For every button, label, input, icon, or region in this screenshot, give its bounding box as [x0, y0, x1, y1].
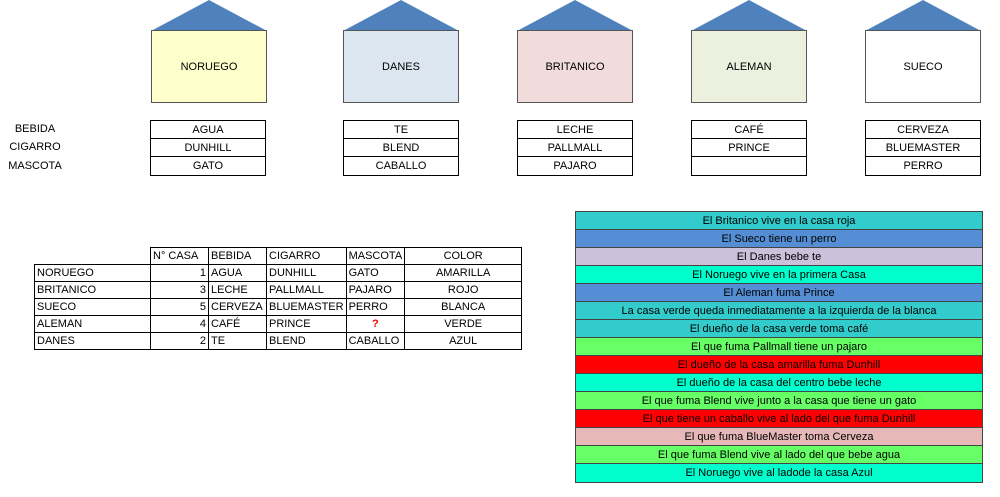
attributes-2: TE BLEND CABALLO	[343, 120, 459, 176]
cell-mascota: CABALLO	[345, 332, 406, 350]
cigarro-cell: BLEND	[344, 139, 458, 157]
clue-item: El Noruego vive al ladode la casa Azul	[576, 464, 982, 482]
clue-item: El que fuma BlueMaster toma Cerveza	[576, 428, 982, 446]
header-color: COLOR	[404, 247, 523, 265]
cell-casa: 4	[150, 315, 209, 333]
label-mascota: MASCOTA	[8, 160, 62, 172]
label-cigarro: CIGARRO	[9, 141, 61, 153]
mascota-cell: GATO	[192, 160, 224, 172]
bebida-cell: LECHE	[518, 121, 632, 139]
cell-cigarro: PALLMALL	[266, 281, 347, 299]
summary-table: N° CASA BEBIDA CIGARRO MASCOTA COLOR NOR…	[34, 247, 523, 350]
mascota-cell: CABALLO	[375, 160, 427, 172]
house-4: ALEMAN	[690, 0, 808, 103]
label-bebida: BEBIDA	[14, 123, 56, 135]
mascota-cell: PAJARO	[553, 160, 597, 172]
house-label: BRITANICO	[517, 30, 633, 103]
cell-name: ALEMAN	[34, 315, 151, 333]
clue-item: El dueño de la casa verde toma café	[576, 320, 982, 338]
house-1: NORUEGO	[150, 0, 268, 103]
mascota-cell: PERRO	[903, 160, 943, 172]
cell-casa: 5	[150, 298, 209, 316]
table-header-row: N° CASA BEBIDA CIGARRO MASCOTA COLOR	[35, 247, 523, 265]
mascota-cell	[692, 157, 806, 175]
bebida-cell: CERVEZA	[866, 121, 980, 139]
cigarro-cell: PALLMALL	[518, 139, 632, 157]
clue-item: El dueño de la casa amarilla fuma Dunhil…	[576, 356, 982, 374]
cell-color: AMARILLA	[404, 264, 523, 282]
bebida-cell: AGUA	[151, 121, 265, 139]
cell-bebida: LECHE	[208, 281, 267, 299]
roof	[865, 0, 981, 31]
cell-color: BLANCA	[404, 298, 523, 316]
cell-cigarro: PRINCE	[266, 315, 347, 333]
clue-item: El que fuma Blend vive al lado del que b…	[576, 446, 982, 464]
roof	[517, 0, 633, 31]
roof	[151, 0, 267, 31]
table-row: NORUEGO 1 AGUA DUNHILL GATO AMARILLA	[34, 264, 523, 282]
cell-color: AZUL	[404, 332, 523, 350]
house-2: DANES	[342, 0, 460, 103]
house-label: NORUEGO	[151, 30, 267, 103]
cell-casa: 1	[150, 264, 209, 282]
clue-item: El Sueco tiene un perro	[576, 230, 982, 248]
header-mascota: MASCOTA	[345, 247, 406, 265]
cell-cigarro: BLUEMASTER	[266, 298, 347, 316]
cell-bebida: CERVEZA	[208, 298, 267, 316]
bebida-cell: CAFÉ	[692, 121, 806, 139]
clue-item: El Danes bebe te	[576, 248, 982, 266]
clue-item: El que tiene un caballo vive al lado del…	[576, 410, 982, 428]
house-3: BRITANICO	[516, 0, 634, 103]
table-row: ALEMAN 4 CAFÉ PRINCE ? VERDE	[34, 315, 523, 333]
clue-item: El que fuma Blend vive junto a la casa q…	[576, 392, 982, 410]
clue-item: El Britanico vive en la casa roja	[576, 212, 982, 230]
house-label: ALEMAN	[691, 30, 807, 103]
bebida-cell: TE	[344, 121, 458, 139]
clue-item: El dueño de la casa del centro bebe lech…	[576, 374, 982, 392]
cell-name: NORUEGO	[34, 264, 151, 282]
cell-bebida: CAFÉ	[208, 315, 267, 333]
cigarro-cell: BLUEMASTER	[866, 139, 980, 157]
cell-mascota: GATO	[345, 264, 406, 282]
cell-mascota: PERRO	[345, 298, 406, 316]
cell-casa: 3	[150, 281, 209, 299]
roof	[691, 0, 807, 31]
table-row: SUECO 5 CERVEZA BLUEMASTER PERRO BLANCA	[34, 298, 523, 316]
cigarro-cell: PRINCE	[692, 139, 806, 157]
clues-list: El Britanico vive en la casa roja El Sue…	[575, 211, 983, 483]
attributes-4: CAFÉ PRINCE	[691, 120, 807, 176]
house-label: DANES	[343, 30, 459, 103]
cell-mascota: ?	[345, 315, 406, 333]
cell-color: VERDE	[404, 315, 523, 333]
clue-item: El Noruego vive en la primera Casa	[576, 266, 982, 284]
header-casa: N° CASA	[150, 247, 209, 265]
table-row: DANES 2 TE BLEND CABALLO AZUL	[34, 332, 523, 350]
cell-cigarro: BLEND	[266, 332, 347, 350]
cell-color: ROJO	[404, 281, 523, 299]
cell-casa: 2	[150, 332, 209, 350]
header-bebida: BEBIDA	[208, 247, 267, 265]
header-empty	[35, 248, 151, 265]
cell-cigarro: DUNHILL	[266, 264, 347, 282]
cigarro-cell: DUNHILL	[151, 139, 265, 157]
attributes-5: CERVEZA BLUEMASTER PERRO	[865, 120, 981, 176]
cell-bebida: TE	[208, 332, 267, 350]
clue-item: La casa verde queda inmediatamente a la …	[576, 302, 982, 320]
cell-mascota: PAJARO	[345, 281, 406, 299]
cell-bebida: AGUA	[208, 264, 267, 282]
clue-item: El Aleman fuma Prince	[576, 284, 982, 302]
cell-name: DANES	[34, 332, 151, 350]
cell-name: BRITANICO	[34, 281, 151, 299]
clue-item: El que fuma Pallmall tiene un pajaro	[576, 338, 982, 356]
roof	[343, 0, 459, 31]
house-5: SUECO	[864, 0, 982, 103]
attributes-3: LECHE PALLMALL PAJARO	[517, 120, 633, 176]
attributes-1: AGUA DUNHILL GATO	[150, 120, 266, 176]
house-label: SUECO	[865, 30, 981, 103]
cell-name: SUECO	[34, 298, 151, 316]
header-cigarro: CIGARRO	[266, 247, 347, 265]
table-row: BRITANICO 3 LECHE PALLMALL PAJARO ROJO	[34, 281, 523, 299]
